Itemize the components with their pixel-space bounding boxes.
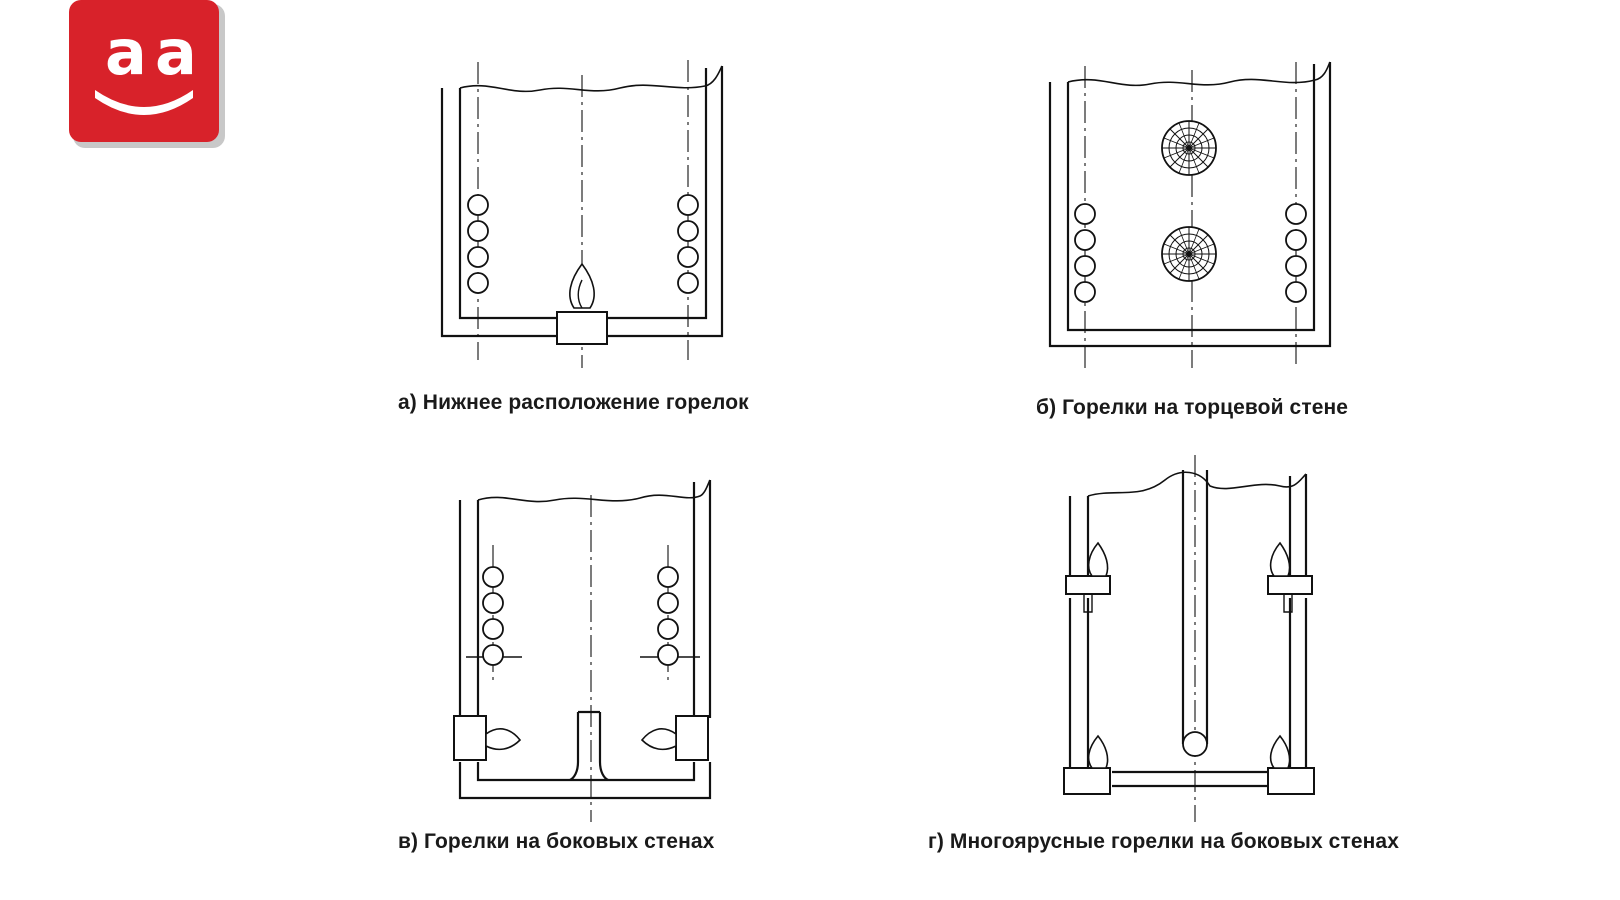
caption-d: г) Многоярусные горелки на боковых стена… [928, 830, 1399, 853]
caption-c: в) Горелки на боковых стенах [398, 830, 715, 853]
logo-smile [95, 90, 193, 115]
end-wall-burner-upper [1161, 120, 1217, 176]
end-wall-burner-lower [1161, 226, 1217, 282]
logo-background [69, 0, 219, 142]
flame-lower-right [1269, 734, 1291, 769]
flame-upper-right [1269, 541, 1291, 577]
diagram-c-side-wall-burners [453, 479, 712, 822]
flame [569, 262, 595, 309]
tube-circles-left [482, 566, 504, 666]
tube-circles-left [1074, 203, 1096, 303]
upper-burner-right [1267, 575, 1313, 595]
tube-end [1182, 731, 1208, 757]
bottom-burner [556, 311, 608, 345]
lower-burner-left [1063, 767, 1111, 795]
lower-burner-right [1267, 767, 1315, 795]
side-burner-left [453, 715, 487, 761]
flame-left [485, 728, 522, 751]
flame-lower-left [1087, 734, 1109, 769]
tube-circles-right [657, 566, 679, 666]
tube-circles-left [467, 194, 489, 294]
diagram-d-multitier-burners [1063, 455, 1315, 822]
flame-upper-left [1087, 541, 1109, 577]
flame-right [640, 728, 677, 751]
caption-a: а) Нижнее расположение горелок [398, 391, 749, 414]
tube-circles-right [1285, 203, 1307, 303]
diagram-a-bottom-burners [440, 60, 724, 368]
upper-burner-left [1065, 575, 1111, 595]
diagram-b-end-wall-burners [1048, 61, 1332, 368]
svg-text:a: a [155, 16, 197, 89]
svg-text:a: a [105, 16, 147, 89]
caption-b: б) Горелки на торцевой стене [1036, 396, 1349, 419]
side-burner-right [675, 715, 709, 761]
tube-circles-right [677, 194, 699, 294]
brand-logo: a a [69, 0, 225, 148]
